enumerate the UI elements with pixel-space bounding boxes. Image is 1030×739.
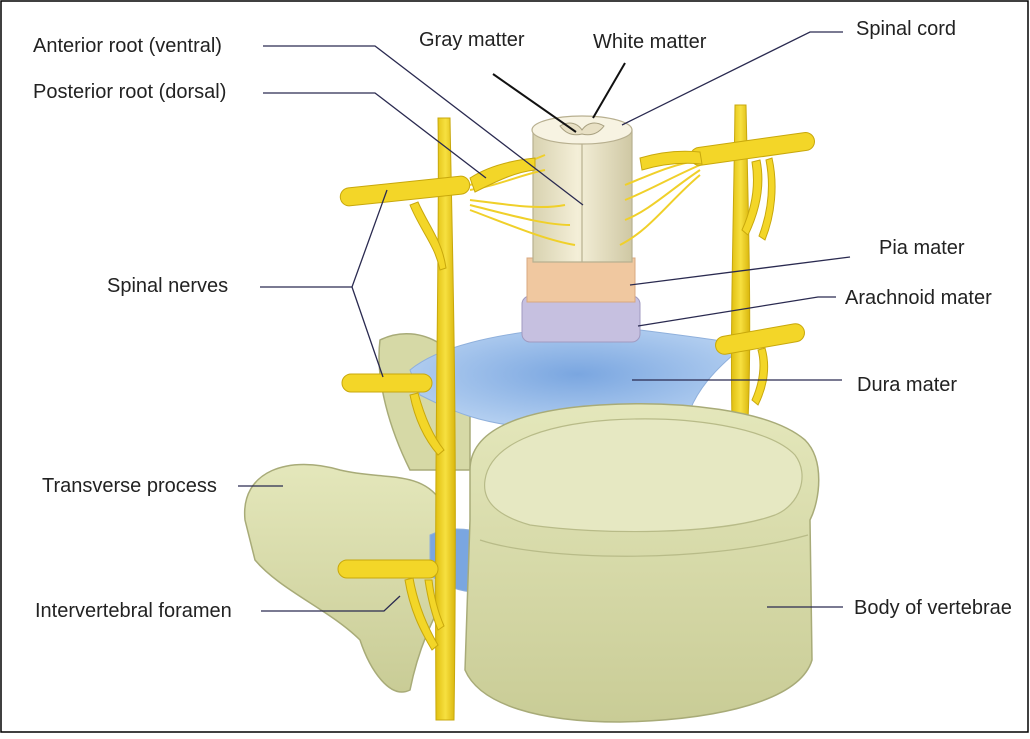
label-body-of-vertebrae: Body of vertebrae xyxy=(854,597,1012,619)
vertebral-body-shape xyxy=(465,404,819,722)
label-white-matter: White matter xyxy=(593,31,707,53)
label-spinal-nerves: Spinal nerves xyxy=(107,275,228,297)
label-posterior-root: Posterior root (dorsal) xyxy=(33,81,226,103)
label-spinal-cord: Spinal cord xyxy=(856,18,956,40)
label-dura-mater: Dura mater xyxy=(857,374,957,396)
label-arachnoid-mater: Arachnoid mater xyxy=(845,287,992,309)
spinal-cord-shape xyxy=(522,116,640,342)
label-intervertebral-foramen: Intervertebral foramen xyxy=(35,600,232,622)
label-transverse-process: Transverse process xyxy=(42,475,217,497)
arachnoid-layer xyxy=(522,296,640,342)
label-anterior-root: Anterior root (ventral) xyxy=(33,35,222,57)
label-pia-mater: Pia mater xyxy=(879,237,965,259)
pia-layer xyxy=(527,258,635,302)
label-gray-matter: Gray matter xyxy=(419,29,525,51)
